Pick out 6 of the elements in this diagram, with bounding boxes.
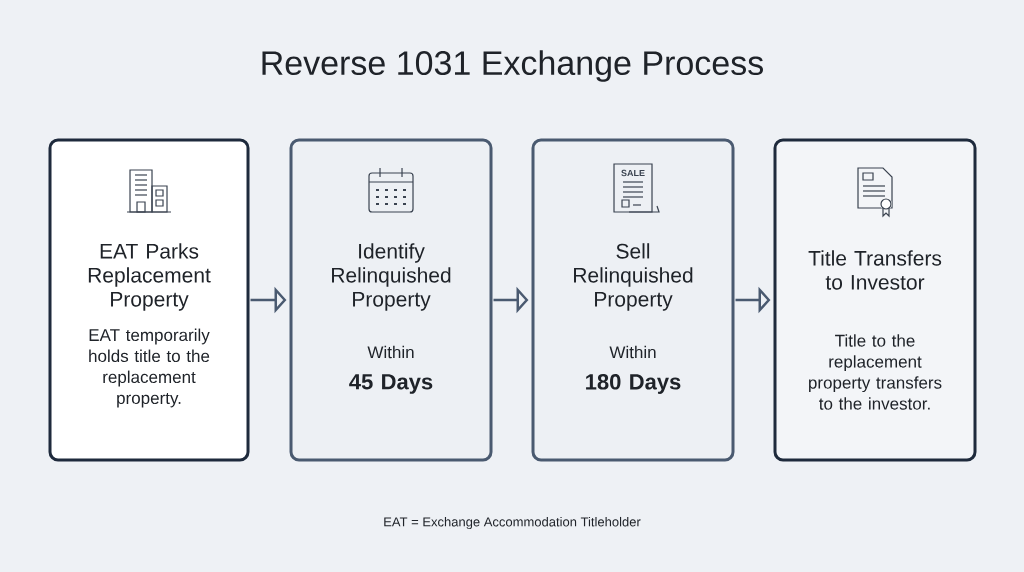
- footnote: EAT = Exchange Accommodation Titleholder: [384, 516, 641, 530]
- step-box: EAT Parks Replacement Property EAT temporarily holds title to the replacement property.: [48, 138, 250, 462]
- step-box: Title Transfers to Investor Title to the replacement property transfers to the investor.: [773, 138, 977, 462]
- title: Reverse 1031 Exchange Process: [262, 50, 763, 82]
- step-box: SALE Sell Relinquished Property Within 180 Days: [531, 138, 735, 462]
- step-box: Identify Relinquished Property Within 45 Days: [289, 138, 493, 462]
